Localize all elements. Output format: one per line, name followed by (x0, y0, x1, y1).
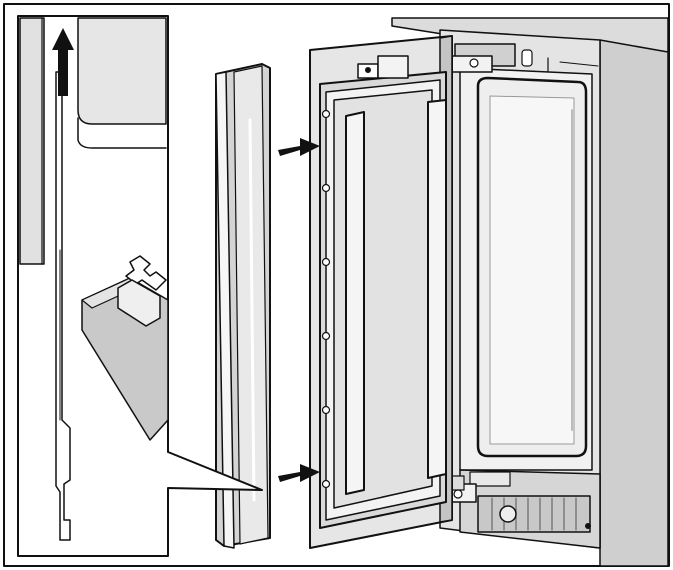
appliance-cabinet (391, 17, 669, 567)
door-top-bracket (357, 55, 409, 79)
mounting-screw-holes (321, 109, 331, 489)
detail-hinge-clip (81, 255, 169, 441)
arrow-right-icon (278, 464, 320, 482)
appliance-door (309, 35, 453, 549)
decor-panel (215, 63, 271, 549)
base-grille (459, 469, 601, 549)
detail-inset (17, 15, 263, 557)
arrow-right-icon (278, 138, 320, 156)
mounting-arrows (278, 138, 320, 482)
arrow-up-icon (52, 28, 74, 96)
